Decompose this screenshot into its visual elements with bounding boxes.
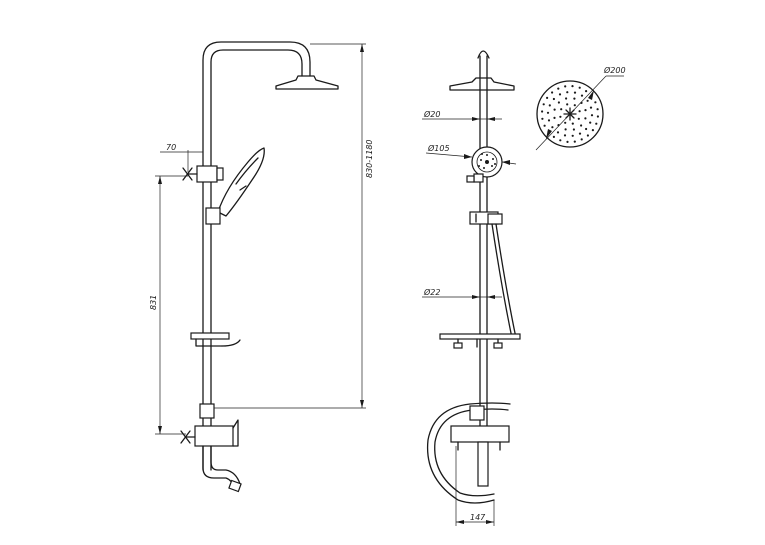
nozzle-dot	[564, 121, 567, 124]
nozzle-dot	[552, 97, 556, 101]
nozzle-dot	[559, 139, 562, 142]
nozzle-dot	[560, 108, 563, 111]
front-rod-top	[477, 50, 490, 59]
nozzle-dot	[580, 94, 584, 97]
nozzle-dot	[577, 117, 580, 120]
nozzle-dot	[547, 119, 551, 122]
nozzle-dot	[596, 108, 599, 111]
dim-22: Ø22	[422, 287, 502, 299]
nozzle-dot	[541, 117, 544, 120]
nozzle-dot	[595, 122, 598, 125]
rod-outline-inner	[210, 49, 303, 471]
nozzle-dot	[591, 129, 595, 132]
nozzle-dot	[542, 103, 545, 106]
nozzle-dot	[566, 91, 569, 94]
diverter-handle-side	[182, 165, 224, 183]
nozzle-dot	[566, 140, 569, 143]
dim-105: Ø105	[425, 143, 517, 165]
shower-head-plan: Ø200	[535, 65, 626, 151]
nozzle-dot	[543, 124, 546, 127]
holder-front	[469, 211, 503, 225]
nozzle-dot	[585, 90, 588, 93]
dim-70-label: 70	[166, 143, 176, 152]
nozzle-dot	[571, 85, 574, 88]
dim-70: 70	[160, 143, 204, 172]
nozzle-dot	[573, 104, 576, 107]
nozzle-dot	[551, 126, 554, 129]
nozzle-dot	[589, 106, 593, 109]
nozzle-dot	[553, 108, 556, 111]
nozzle-dot	[578, 86, 581, 89]
shower-head-side	[275, 75, 339, 90]
hand-shower-front	[466, 146, 503, 183]
dim-200-label: Ø200	[603, 65, 626, 75]
side-view: 70 831 830-1180	[149, 41, 374, 493]
hand-shower-side	[205, 147, 265, 225]
nozzle-dot	[548, 104, 551, 107]
dim-22-label: Ø22	[423, 287, 440, 297]
nozzle-dot	[594, 101, 597, 104]
nozzle-dot	[586, 99, 589, 102]
nozzle-dot	[584, 109, 587, 112]
dim-105-label: Ø105	[427, 143, 450, 153]
shower-head-front	[449, 77, 515, 91]
nozzle-dot	[546, 96, 549, 99]
nozzle-dot	[589, 121, 592, 124]
nozzle-dot	[551, 91, 554, 94]
nozzle-dot	[552, 135, 556, 138]
nozzle-dot	[553, 116, 556, 119]
dim-20-label: Ø20	[423, 109, 440, 119]
hose-front-inner	[491, 223, 513, 339]
nozzle-dot	[557, 101, 561, 104]
shelf-side	[190, 332, 241, 347]
nozzle-dot	[563, 134, 567, 137]
nozzle-dot	[573, 91, 577, 94]
nozzle-dot	[559, 115, 562, 118]
nozzle-dot	[580, 124, 583, 127]
dim-830-1180: 830-1180	[214, 43, 374, 409]
nozzle-dot	[585, 127, 588, 131]
nozzle-dot	[557, 87, 560, 90]
nozzle-dot	[556, 131, 560, 134]
nozzle-dot	[571, 122, 574, 125]
nozzle-dot	[578, 132, 582, 135]
nozzle-dot	[541, 110, 544, 113]
nozzle-dot	[573, 140, 576, 143]
nozzle-dot	[584, 117, 587, 120]
nozzle-dot	[573, 97, 576, 100]
mixer-front	[426, 402, 511, 504]
dim-830-1180-label: 830-1180	[365, 139, 374, 178]
nozzle-dot	[578, 110, 581, 113]
shelf-front	[439, 333, 521, 349]
mixer-side	[180, 403, 242, 493]
nozzle-dot	[565, 97, 568, 100]
hose-front	[495, 223, 517, 339]
dim-831-label: 831	[149, 295, 158, 310]
nozzle-dot	[566, 103, 569, 106]
nozzle-dot	[590, 114, 594, 117]
rod-outline-outer	[202, 41, 311, 471]
dim-831: 831	[149, 175, 188, 435]
nozzle-dot	[580, 138, 583, 141]
nozzle-dot	[571, 134, 574, 137]
nozzle-dot	[558, 93, 562, 96]
front-view: Ø20 Ø105 Ø22 147	[422, 50, 521, 526]
dim-20: Ø20	[422, 109, 502, 121]
dim-147-label: 147	[470, 513, 486, 522]
nozzle-dot	[586, 134, 590, 137]
nozzle-dot	[564, 128, 567, 131]
head-plan-outline	[536, 80, 604, 148]
nozzle-dot	[564, 85, 567, 88]
nozzle-dot	[572, 128, 576, 131]
nozzle-dot	[546, 111, 550, 114]
nozzle-dot	[596, 115, 600, 118]
dim-147: 147	[455, 446, 495, 526]
